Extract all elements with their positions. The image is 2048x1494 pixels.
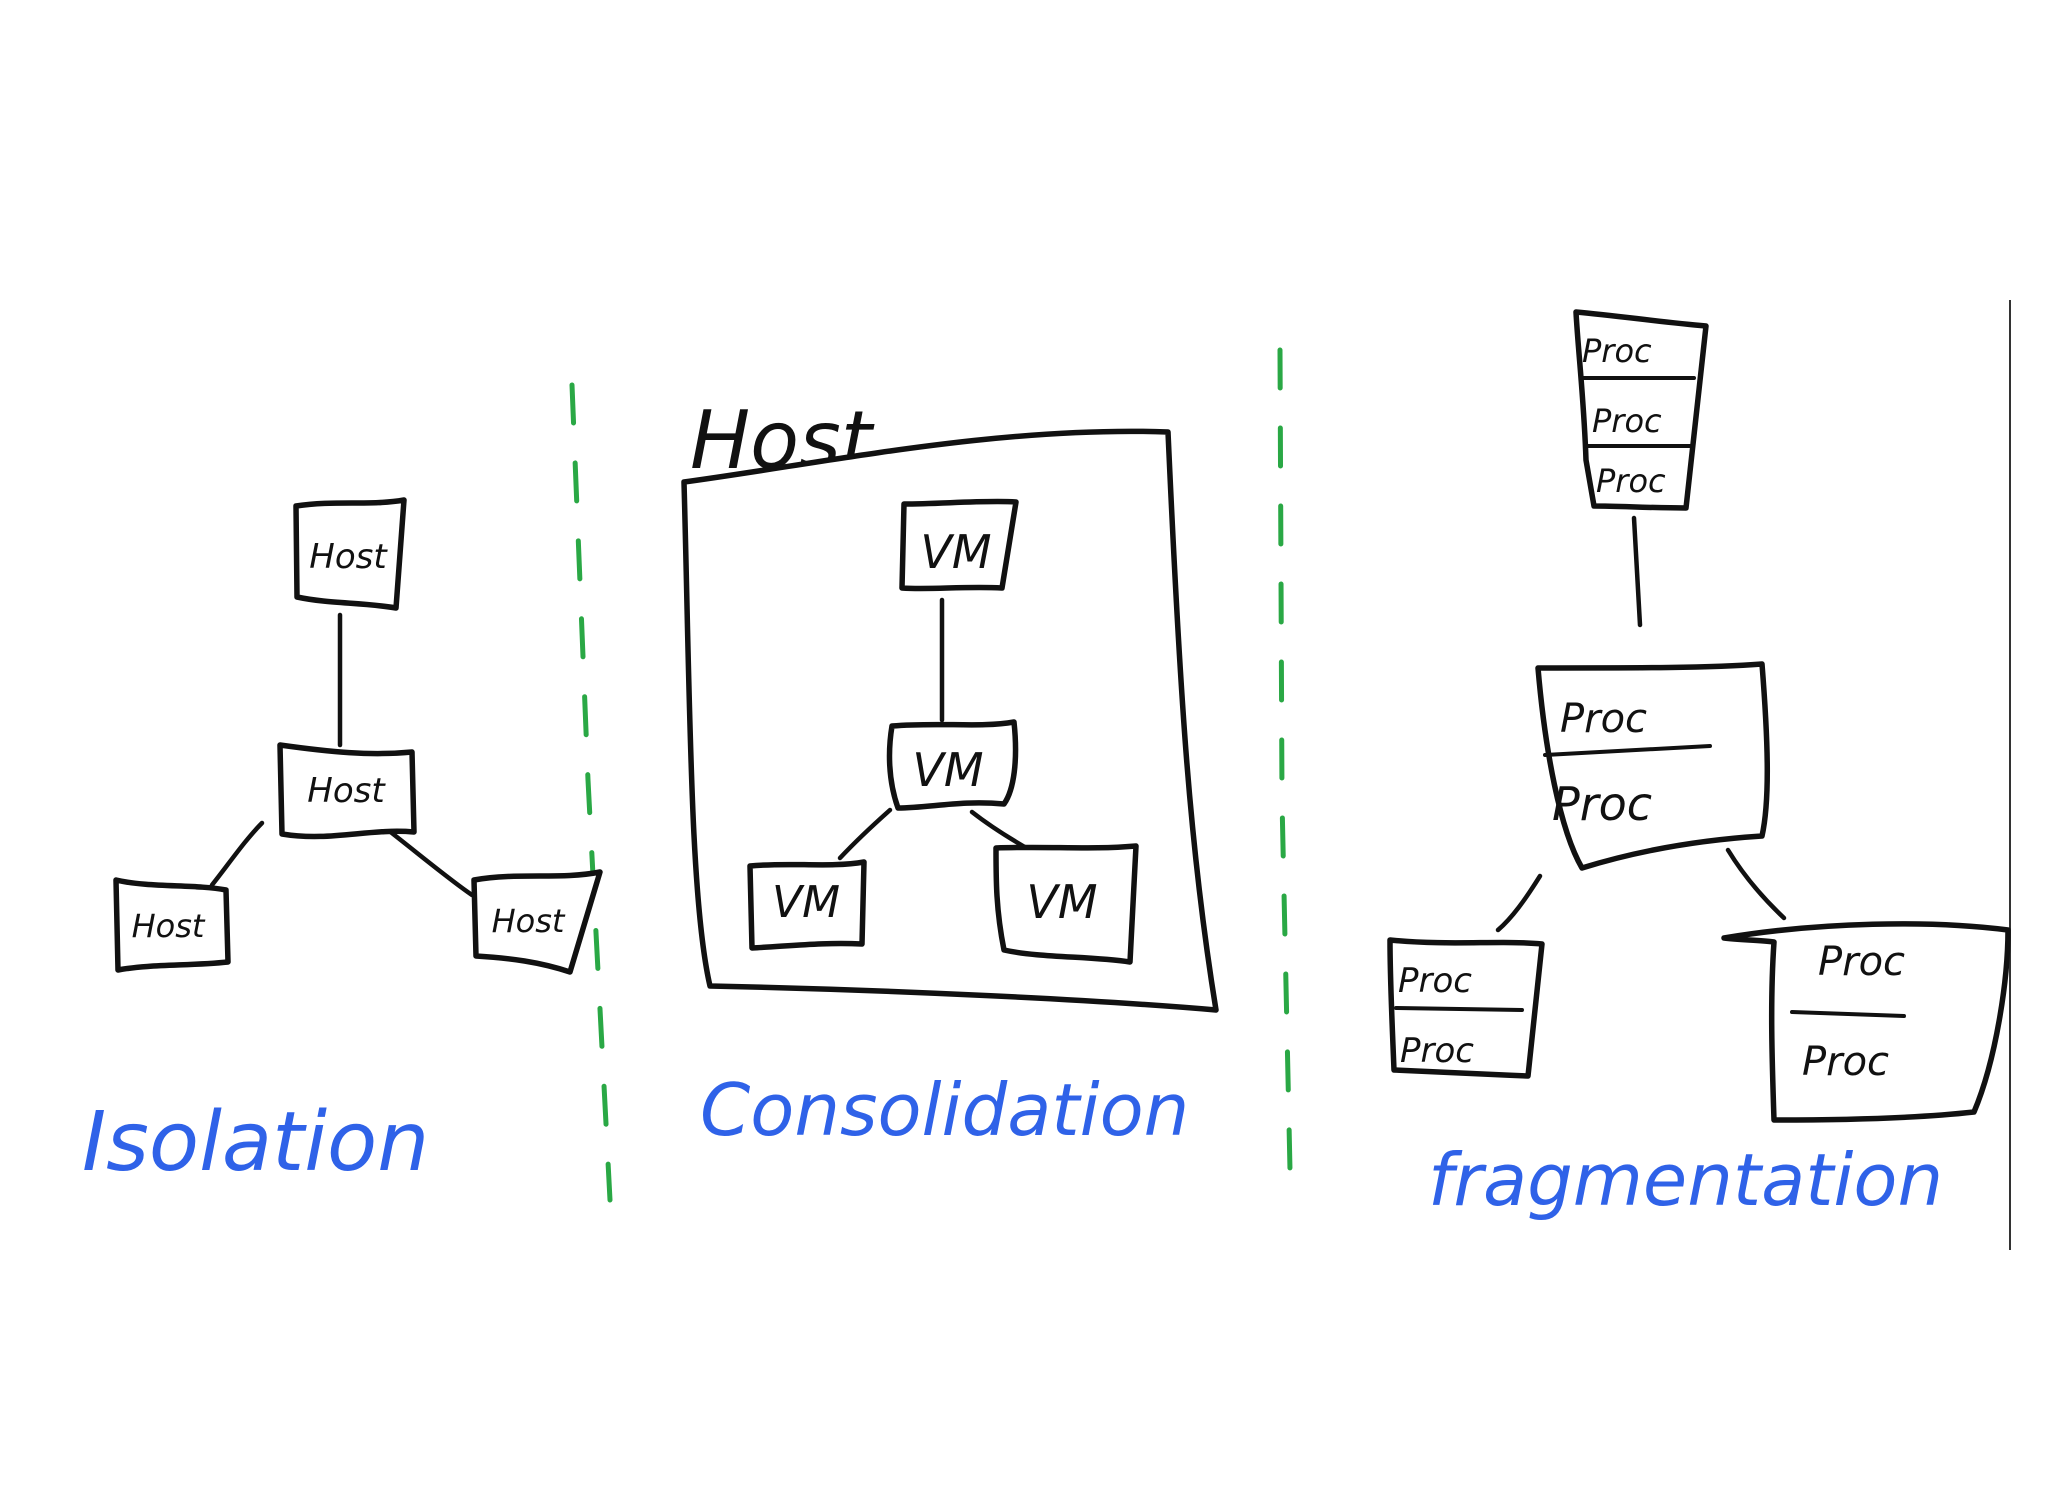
fragmentation-section: Proc Proc Proc Proc Proc Proc Proc Proc … [1387, 309, 2011, 1222]
vm-left: VM [747, 859, 867, 951]
separator-right [1277, 347, 1293, 1173]
separator-left [569, 382, 613, 1203]
vm-right: VM [993, 843, 1139, 965]
proc-label: Proc [1582, 332, 1652, 370]
vm-label: VM [1026, 875, 1097, 929]
fragmentation-node-left: Proc Proc [1387, 937, 1545, 1079]
fragmentation-node-top: Proc Proc Proc [1573, 309, 1709, 511]
vm-label: VM [920, 525, 991, 579]
proc-divider [1790, 1010, 1906, 1018]
fragmentation-link-left [1495, 873, 1543, 933]
proc-label: Proc [1400, 1031, 1474, 1071]
isolation-section: Host Host Host Host Isolation [82, 497, 603, 1190]
consolidation-link-left [837, 807, 893, 861]
proc-label: Proc [1592, 402, 1662, 440]
isolation-host-top: Host [293, 497, 407, 611]
isolation-host-left: Host [113, 877, 231, 973]
proc-label: Proc [1596, 462, 1666, 500]
proc-label: Proc [1398, 961, 1472, 1001]
proc-label: Proc [1802, 1039, 1889, 1085]
vm-label: VM [772, 877, 840, 928]
isolation-host-right: Host [471, 869, 603, 975]
vm-top: VM [899, 498, 1019, 592]
proc-divider [1394, 1006, 1524, 1012]
isolation-link-right [385, 827, 475, 898]
vm-center: VM [886, 719, 1019, 811]
isolation-link-left [209, 820, 265, 888]
proc-divider [1543, 744, 1712, 757]
consolidation-caption: Consolidation [700, 1068, 1189, 1152]
vm-label: VM [912, 743, 983, 797]
host-label: Host [492, 902, 566, 940]
isolation-host-center: Host [277, 742, 417, 840]
host-label: Host [132, 907, 206, 945]
fragmentation-node-middle: Proc Proc [1535, 661, 1770, 871]
proc-label: Proc [1552, 777, 1652, 831]
proc-label: Proc [1560, 696, 1647, 742]
host-label: Host [307, 771, 386, 811]
isolation-caption: Isolation [82, 1095, 429, 1190]
fragmentation-node-right: Proc Proc [1721, 921, 2011, 1123]
fragmentation-link-right [1725, 847, 1787, 921]
fragmentation-link-top [1631, 515, 1643, 628]
consolidation-section: Host VM VM VM VM Consolidation [681, 394, 1219, 1152]
host-label: Host [309, 537, 388, 577]
fragmentation-caption: fragmentation [1428, 1138, 1943, 1222]
proc-label: Proc [1818, 939, 1905, 985]
